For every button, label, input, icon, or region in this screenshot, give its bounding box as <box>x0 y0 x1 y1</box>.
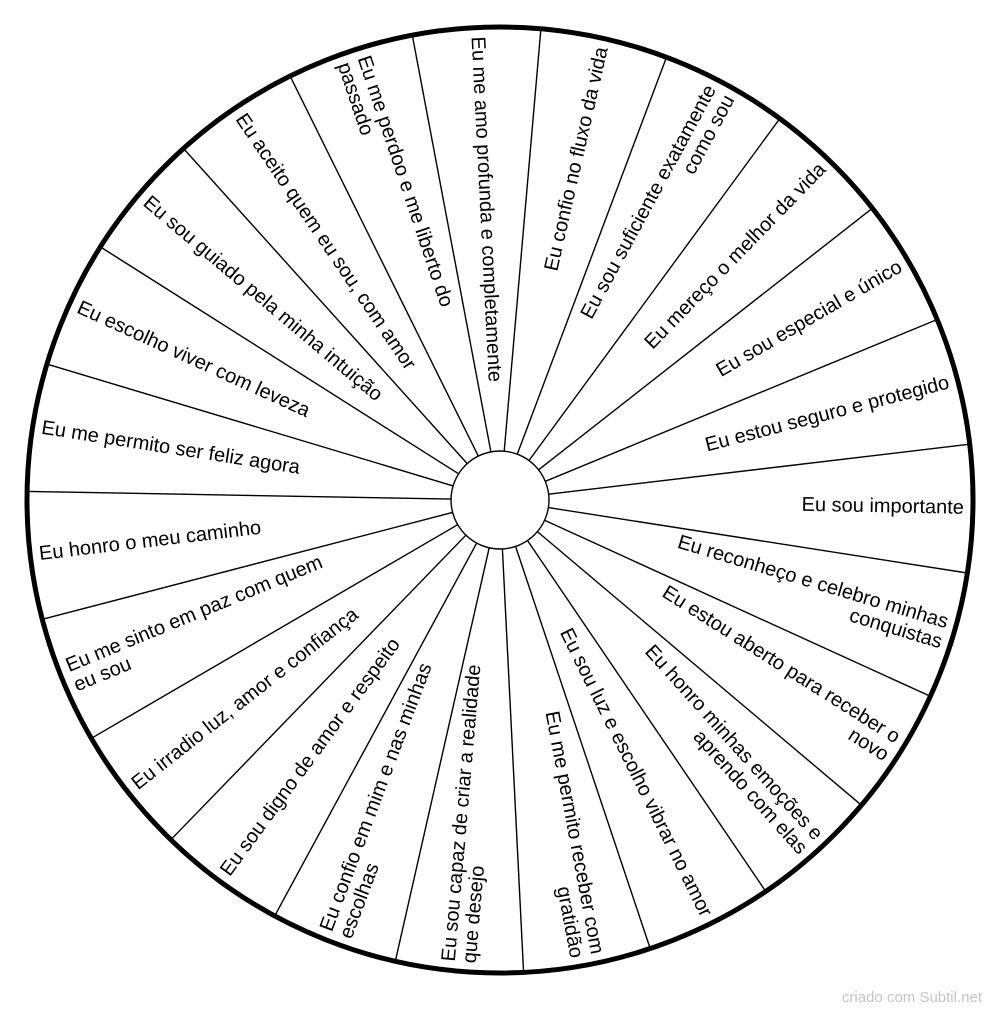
segment-label: Eu me permito ser feliz agora <box>40 417 302 479</box>
segment-label: Eu sou digno de amor e respeito <box>216 634 405 880</box>
segment-label: Eu confio no fluxo da vida <box>541 44 613 273</box>
wheel-lines <box>27 28 970 973</box>
segment-13: Eu sou importante <box>801 494 964 519</box>
segment-label: Eu sou guiado pela minha intuição <box>139 192 387 406</box>
segment-divider <box>516 57 668 455</box>
center-hub <box>450 450 550 550</box>
segment-divider <box>528 118 781 461</box>
segment-divider <box>548 506 968 574</box>
segment-divider <box>394 547 490 962</box>
segment-18: Eu confio no fluxo da vida <box>541 44 613 273</box>
segment-2: Eu honro o meu caminho <box>38 517 263 565</box>
segment-divider <box>170 534 467 841</box>
segment-divider <box>526 540 767 892</box>
segment-divider <box>548 443 970 495</box>
segment-divider <box>514 546 651 949</box>
segment-divider <box>182 148 468 465</box>
segment-15: Eu sou especial e único <box>712 256 906 381</box>
segment-divider <box>544 519 931 697</box>
segment-divider <box>501 548 525 973</box>
segment-divider <box>100 246 459 475</box>
segment-divider <box>27 490 452 500</box>
segment-divider <box>42 511 453 620</box>
segment-divider <box>46 363 454 487</box>
segment-divider <box>538 207 873 471</box>
segment-divider <box>545 318 938 482</box>
segment-divider <box>411 35 492 453</box>
segment-label: Eu sou importante <box>801 494 964 519</box>
credit-text: criado com Subtil.net <box>841 989 982 1006</box>
segment-divider <box>503 28 542 452</box>
segment-divider <box>289 75 479 457</box>
segment-label: Eu confio em mim e nas minhas <box>316 660 437 934</box>
segment-label: Eu honro o meu caminho <box>38 517 263 565</box>
segment-label: Eu me perdoo e me liberto do <box>353 53 458 310</box>
segment-14: Eu estou seguro e protegido <box>703 372 952 457</box>
segment-22: Eu sou guiado pela minha intuição <box>139 192 387 406</box>
segment-label: Eu estou seguro e protegido <box>703 372 952 457</box>
segment-divider <box>91 524 459 739</box>
segment-label: Eu sou especial e único <box>712 256 906 381</box>
segment-divider <box>536 531 862 806</box>
outer-ring <box>24 24 976 976</box>
segment-5: Eu sou digno de amor e respeito <box>216 634 405 880</box>
segment-divider <box>274 542 478 917</box>
segment-label: Eu me amo profunda e completamente <box>467 36 506 382</box>
segment-19: Eu me amo profunda e completamente <box>467 36 506 382</box>
segment-1: Eu me permito ser feliz agora <box>40 417 302 479</box>
